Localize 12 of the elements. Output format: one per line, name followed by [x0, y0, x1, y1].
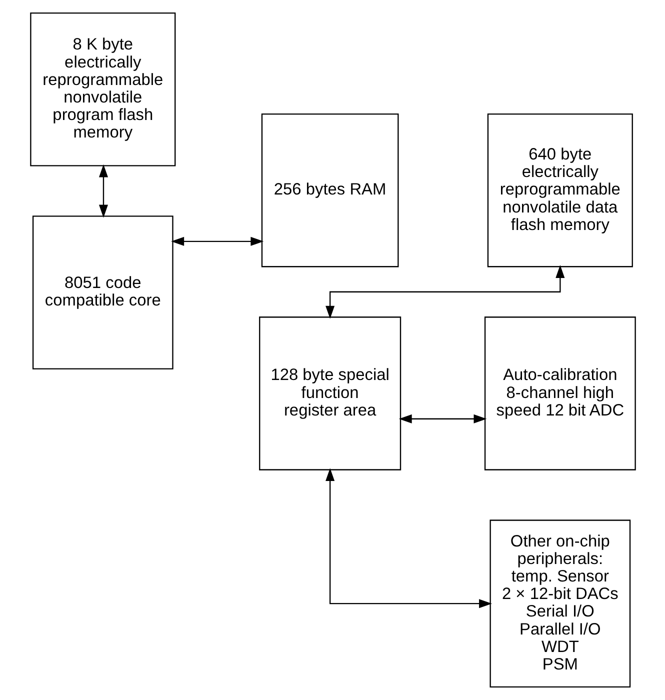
node-box: Auto-calibration 8-channel high speed 12 bit ADC [484, 316, 636, 470]
arrow [325, 468, 492, 608]
arrow [398, 414, 486, 424]
node-box: 640 byte electrically reprogrammable nonvolatile data flash memory [486, 113, 632, 268]
arrow [98, 164, 108, 218]
node-box: 8 K byte electrically reprogrammable nonvolatile program flash memory [30, 12, 176, 166]
arrow [325, 265, 564, 319]
node-box: 8051 code compatible core [32, 216, 173, 370]
arrow [170, 236, 264, 246]
node-box: 256 bytes RAM [260, 113, 398, 268]
node-box: Other on-chip peripherals: temp. Sensor 2 × 12-bit DACs Serial I/O Parallel I/O WDT PSM [489, 520, 630, 688]
node-box: 128 byte special function register area [258, 316, 401, 470]
